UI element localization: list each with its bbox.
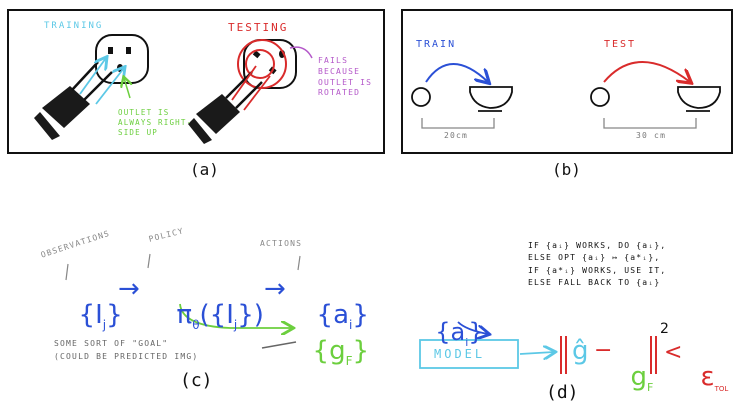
testing-red-circle-inner — [245, 49, 275, 79]
goal-set: {gF} — [312, 336, 370, 369]
observation-set: {Ij} — [78, 300, 123, 333]
training-label: TRAINING — [44, 21, 104, 31]
test-label: TEST — [604, 39, 637, 50]
input-action-set: {ai} — [435, 318, 484, 349]
testing-outlet-icon — [243, 39, 297, 89]
model-box — [419, 339, 519, 369]
policy-tick — [147, 253, 151, 269]
input-blue-arrow — [457, 321, 488, 334]
caption-a: (a) — [190, 160, 219, 179]
training-outlet-icon — [95, 34, 149, 84]
test-arrow — [603, 61, 690, 82]
testing-red-arrow-1 — [231, 65, 257, 101]
caption-d: (d) — [546, 382, 579, 403]
actions-label: ACTIONS — [260, 239, 303, 248]
tolerance: εTOL — [700, 362, 729, 394]
test-distance-label: 30 cm — [636, 131, 667, 140]
green-note: OUTLET IS ALWAYS RIGHT- SIDE UP — [118, 108, 193, 138]
goal-green-arrow — [179, 303, 292, 328]
train-distance — [421, 118, 495, 129]
test-distance — [603, 118, 697, 129]
policy-to-actions-arrow: → — [264, 274, 286, 304]
model-output-arrow — [519, 352, 554, 354]
obs-tick — [65, 263, 69, 281]
caption-c: (c) — [180, 370, 213, 391]
training-plug-icon — [34, 61, 113, 140]
train-arrow — [425, 63, 488, 82]
train-ball-icon — [411, 87, 431, 107]
actions-tick — [297, 255, 301, 271]
fallback-rule-text: IF {aᵢ} WORKS, DO {aᵢ}, ELSE OPT {aᵢ} ↦ … — [528, 241, 667, 288]
train-label: TRAIN — [416, 39, 457, 50]
test-ball-icon — [590, 87, 610, 107]
less-than: < — [664, 340, 683, 365]
training-cyan-arrow-2 — [95, 68, 124, 105]
predicted-goal: ĝ — [572, 336, 589, 366]
testing-red-arrow-2 — [243, 75, 271, 111]
training-cyan-arrow-1 — [79, 58, 106, 95]
testing-label: TESTING — [228, 21, 289, 34]
train-distance-label: 20cm — [444, 131, 469, 140]
testing-purple-bracket — [289, 46, 313, 59]
caption-b: (b) — [552, 160, 581, 179]
panel-a-frame — [7, 9, 385, 154]
model-label: MODEL — [434, 347, 486, 361]
goal-gray-connector — [261, 341, 297, 349]
testing-plug-icon — [188, 71, 263, 144]
goal-note: SOME SORT OF "GOAL" (COULD BE PREDICTED … — [54, 339, 199, 361]
policy-expression: πθ({Ij}) — [176, 300, 264, 333]
training-green-pointer — [124, 78, 130, 99]
train-bowl-icon — [469, 86, 513, 109]
norm-exponent: 2 — [660, 321, 669, 337]
obs-to-policy-arrow: → — [118, 274, 140, 304]
minus-sign: − — [594, 338, 613, 363]
test-bowl-icon — [677, 86, 721, 109]
target-goal: gF — [630, 362, 654, 395]
testing-red-circle-outer — [237, 39, 287, 89]
purple-note: FAILS BECAUSE OUTLET IS ROTATED — [318, 56, 373, 98]
panel-b-frame — [401, 9, 733, 154]
action-set: {ai} — [316, 300, 369, 333]
